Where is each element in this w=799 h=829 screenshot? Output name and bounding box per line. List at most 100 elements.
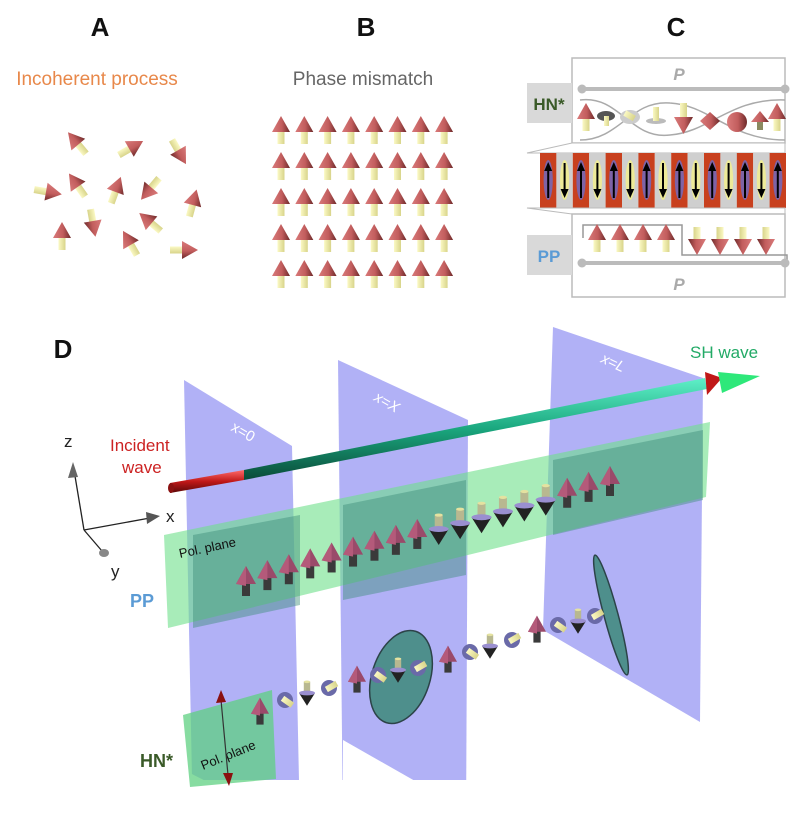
dipole-arrow [388,116,407,144]
dipole-arrow [318,116,337,144]
dipole-arrow [170,241,198,259]
y-axis-arrowhead [99,549,109,557]
dipole-arrow [435,224,454,252]
panel-b-title: Phase mismatch [293,69,433,90]
dipole-arrow [435,188,454,216]
panel-d-letter: D [54,334,73,364]
dipole-arrow [341,224,360,252]
coordinate-axes: z x y [64,432,175,581]
pp-label: PP [538,247,561,266]
plane-xX [338,360,468,829]
dipole-arrow [411,188,430,216]
hn-label: HN* [533,95,565,114]
random-dipole-arrows [32,126,206,260]
dipole-arrow [528,615,546,643]
beam [168,372,760,493]
dipole-arrow [133,206,167,238]
dipole-arrow [365,260,384,288]
dipole-arrow [295,188,314,216]
dipole-arrow [435,116,454,144]
dipole-arrow [81,207,105,239]
dipole-arrow [365,116,384,144]
dipole-arrow [272,224,290,252]
incident-beam [170,470,244,493]
dipole-arrow [299,680,315,706]
dipole-arrow [295,260,314,288]
d-hn-label: HN* [140,751,173,771]
panel-b-letter: B [357,12,376,42]
dipole-arrow [482,633,498,659]
dipole-arrow [61,126,93,160]
panel-a: A Incoherent process [16,12,206,260]
panel-d: D x=0 x=X x=L Pol. plane Incident wave S… [0,327,799,829]
pp-label-bg [527,235,572,275]
polarization-ellipse-xL [592,554,630,676]
hn-wave-curve [579,98,786,137]
dipole-arrow [388,224,407,252]
axis-label-y: y [111,562,120,581]
dipole-arrow [102,173,130,207]
hn-rotating-dipoles [577,103,786,134]
dipole-arrow [272,152,290,180]
dipole-arrow [318,224,337,252]
hn-label-bg [527,83,572,123]
dipole-arrow [341,188,360,216]
dipole-arrow [61,168,93,202]
dipole-arrow [365,188,384,216]
dipole-arrow [180,187,206,219]
dipole-arrow [115,226,145,260]
dipole-arrow [53,222,71,250]
sh-wave-label: SH wave [690,343,758,362]
dipole-arrow [295,152,314,180]
hn-wave-curve [579,102,786,141]
panel-a-letter: A [91,12,110,42]
dipole-arrow [411,116,430,144]
panel-c-letter: C [667,12,686,42]
period-label-bottom: P [673,275,685,294]
d-pp-label: PP [130,591,154,611]
aligned-dipole-grid [272,116,454,288]
dipole-arrow [411,224,430,252]
dipole-arrow [164,135,194,169]
dipole-arrow [388,188,407,216]
sh-arrowhead [718,372,760,393]
panel-b: B Phase mismatch [272,12,454,288]
panel-c: C HN* P PP [526,12,790,298]
axis-label-z: z [64,432,73,451]
axis-label-x: x [166,507,175,526]
hn-polarization-plane [183,690,276,787]
dipole-arrow [341,116,360,144]
dipole-arrow [388,260,407,288]
poled-domain-stripe [540,153,786,208]
dipole-arrow [318,260,337,288]
dipole-arrow [114,133,148,163]
pp-square-wave [582,224,788,266]
hn-rotating-dipole-array [251,608,605,725]
dipole-arrow [318,152,337,180]
dipole-arrow [134,172,166,206]
dipole-arrow [388,152,407,180]
incident-label-line2: wave [121,458,162,477]
x-axis-arrowhead [146,512,160,524]
period-label-top: P [673,65,685,84]
dipole-arrow [295,224,314,252]
hn-box [571,57,786,144]
panel-a-title: Incoherent process [16,69,178,90]
dipole-arrow [272,260,290,288]
dipole-arrow [435,260,454,288]
dipole-arrow [341,152,360,180]
dipole-arrow [32,180,64,204]
dipole-arrow [365,152,384,180]
incident-label-line1: Incident [110,436,170,455]
incident-arrowhead [705,372,722,395]
dipole-arrow [411,152,430,180]
dipole-arrow [318,188,337,216]
z-axis-arrowhead [68,462,78,478]
dipole-arrow [435,152,454,180]
dipole-arrow [295,116,314,144]
sh-beam [244,378,707,480]
dipole-arrow [365,224,384,252]
dipole-arrow [341,260,360,288]
dipole-arrow [411,260,430,288]
